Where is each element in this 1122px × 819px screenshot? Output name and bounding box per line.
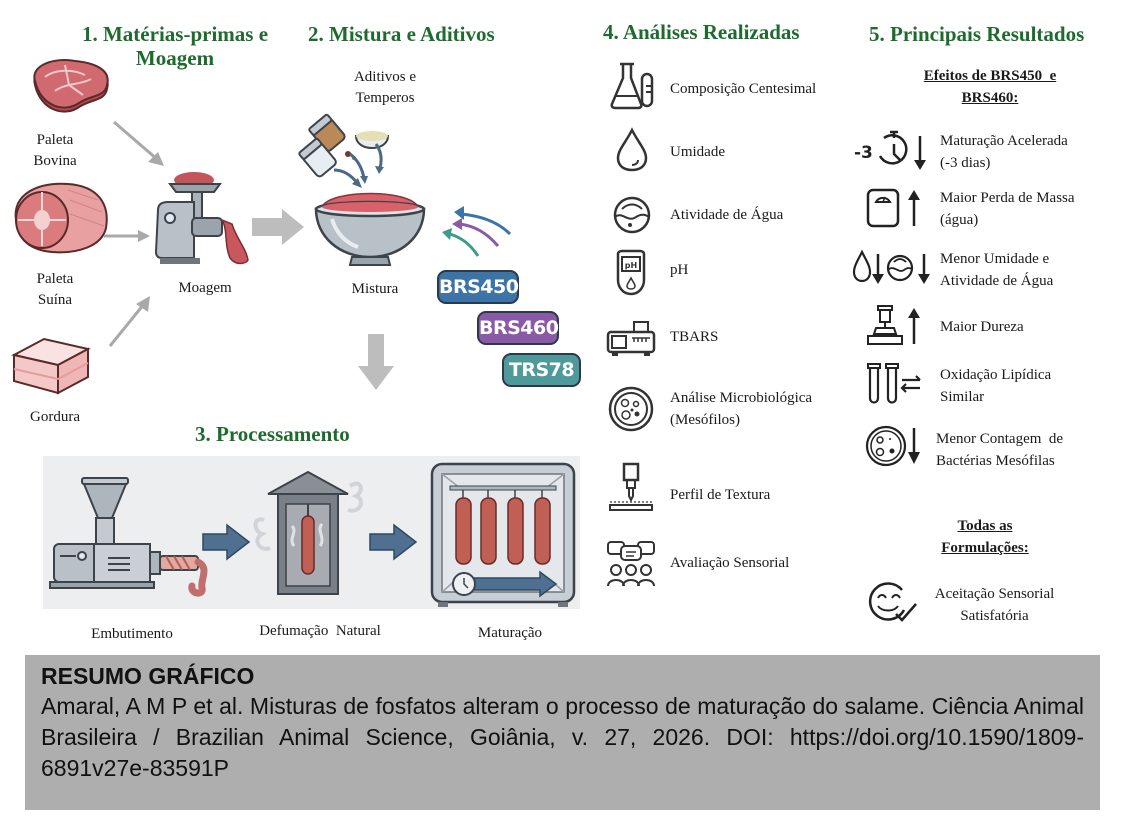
effect-label-line2: (água) — [940, 212, 979, 228]
additives-label: Aditivos e Temperos — [335, 67, 435, 109]
all-heading-line2: Formulações: — [941, 540, 1029, 556]
blend-brs450-badge: BRS450 — [437, 270, 519, 304]
blend-arrows — [442, 206, 512, 257]
sensory-panel-icon — [607, 541, 655, 587]
raw-item-beef-label: Paleta Bovina — [15, 130, 95, 172]
effect-item-label: Oxidação Lipídica Similar — [940, 364, 1051, 408]
additive-arrows — [333, 143, 384, 188]
smiley-check-icon — [868, 582, 917, 622]
bowl-label: Mistura — [351, 281, 399, 297]
arrow-beef-to-grinder — [113, 120, 164, 166]
section-4-title: 4. Análises Realizadas — [603, 20, 800, 44]
effect-label-line2: Similar — [940, 389, 985, 405]
step-maturation-label: Maturação — [477, 625, 543, 641]
stuffing-machine-icon — [49, 477, 208, 597]
effect-item-label: Maior Perda de Massa (água) — [940, 187, 1075, 231]
smokehouse-icon — [253, 470, 364, 595]
step-smoking-label: Defumação Natural — [259, 623, 381, 639]
analysis-label-line2: (Mesófilos) — [670, 412, 740, 428]
pork-shoulder-icon — [14, 182, 108, 254]
effect-label-line1: Maturação Acelerada — [940, 133, 1068, 149]
effect-label-line1: Menor Umidade e — [940, 251, 1050, 267]
scale-up-icon — [866, 188, 920, 228]
water-activity-icon — [613, 196, 651, 234]
raw-item-fat-label: Gordura — [15, 407, 95, 428]
effects-heading-line2: BRS460: — [961, 90, 1019, 106]
texture-probe-up-icon — [867, 305, 920, 345]
beef-steak-icon — [33, 59, 109, 113]
texture-analyzer-icon — [609, 462, 653, 511]
effect-label-line2: Atividade de Água — [940, 273, 1054, 289]
effects-heading: Efeitos de BRS450 e BRS460: — [895, 65, 1085, 109]
blend-brs460-badge: BRS460 — [477, 311, 559, 345]
process-arrow-1 — [202, 523, 251, 561]
process-arrow-2 — [369, 523, 418, 561]
pork-label-line2: Suína — [37, 292, 73, 308]
section-3-title: 3. Processamento — [195, 422, 350, 446]
citation-footer: RESUMO GRÁFICO Amaral, A M P et al. Mist… — [25, 655, 1100, 810]
fat-block-icon — [11, 337, 91, 395]
mixing-bowl-icon — [314, 192, 426, 266]
additives-label-line2: Temperos — [355, 90, 415, 106]
analysis-item-label: Atividade de Água — [670, 207, 784, 223]
beef-label-line1: Paleta — [36, 132, 74, 148]
water-drop-icon — [616, 127, 648, 172]
effect-item-label: Menor Contagem de Bactérias Mesófilas — [936, 428, 1063, 472]
petri-dish-icon — [608, 386, 654, 432]
arrow-grinder-to-mix — [252, 209, 304, 245]
effect-label-line1: Oxidação Lipídica — [940, 367, 1052, 383]
analysis-item-label: Perfil de Textura — [670, 487, 771, 503]
petri-dish-down-icon — [865, 425, 920, 467]
effect-item-label: Menor Umidade e Atividade de Água — [940, 248, 1053, 292]
section-1-title-line2: Moagem — [135, 46, 215, 70]
analysis-label-line1: Análise Microbiológica — [670, 390, 813, 406]
beef-label-line2: Bovina — [33, 153, 77, 169]
section-1-title-line1: 1. Matérias-primas e — [81, 22, 269, 46]
raw-item-pork-label: Paleta Suína — [15, 269, 95, 311]
all-heading-line1: Todas as — [957, 518, 1013, 534]
stopwatch-icon-text: -3 — [854, 143, 873, 163]
section-5-title: 5. Principais Resultados — [869, 22, 1085, 46]
footer-title: RESUMO GRÁFICO — [41, 663, 255, 689]
all-item-label: Aceitação Sensorial Satisfatória — [922, 583, 1067, 627]
test-tubes-equal-icon — [867, 363, 921, 404]
all-label-line2: Satisfatória — [960, 608, 1029, 624]
analysis-item-label: TBARS — [670, 329, 719, 345]
arrow-pork-to-grinder — [104, 230, 150, 242]
arrow-mix-to-processing — [358, 334, 394, 390]
footer-citation: Amaral, A M P et al. Misturas de fosfato… — [41, 693, 1084, 781]
stopwatch-down-icon: -3 — [854, 130, 926, 170]
step-stuffing-label: Embutimento — [91, 626, 173, 642]
effect-label-line2: (-3 dias) — [940, 155, 991, 171]
analysis-item-label: Avaliação Sensorial — [670, 555, 790, 571]
meat-grinder-icon — [154, 172, 249, 265]
section-2-title: 2. Mistura e Aditivos — [308, 22, 495, 46]
fat-label-line1: Gordura — [30, 409, 80, 425]
ph-icon-text: pH — [625, 261, 637, 270]
effects-heading-line1: Efeitos de BRS450 e — [923, 68, 1057, 84]
effect-label-line2: Bactérias Mesófilas — [936, 453, 1055, 469]
all-formulations-heading: Todas as Formulações: — [915, 515, 1055, 559]
spices-shakers-icon — [298, 113, 390, 178]
blend-trs78-badge: TRS78 — [502, 353, 581, 387]
analysis-item-label: Análise Microbiológica (Mesófilos) — [670, 387, 812, 431]
pork-label-line1: Paleta — [36, 271, 74, 287]
analysis-item-label: Umidade — [670, 144, 725, 160]
flask-tube-icon — [610, 62, 654, 110]
effect-item-label: Maturação Acelerada (-3 dias) — [940, 130, 1068, 174]
drop-water-activity-down-icon — [852, 249, 930, 284]
arrow-fat-to-grinder — [108, 296, 150, 347]
analysis-item-label: Composição Centesimal — [670, 81, 817, 97]
spectrophotometer-icon — [606, 321, 656, 356]
effect-label-line1: Menor Contagem de — [936, 431, 1064, 447]
maturation-chamber-icon — [430, 462, 576, 607]
ph-meter-icon: pH — [616, 249, 646, 296]
section-1-title: 1. Matérias-primas e Moagem — [70, 22, 280, 70]
effect-label-line1: Maior Perda de Massa — [940, 190, 1075, 206]
grinder-label: Moagem — [178, 280, 232, 296]
all-label-line1: Aceitação Sensorial — [934, 586, 1055, 602]
effect-item-label: Maior Dureza — [940, 319, 1024, 335]
additives-label-line1: Aditivos e — [353, 69, 417, 85]
analysis-item-label: pH — [670, 262, 689, 278]
